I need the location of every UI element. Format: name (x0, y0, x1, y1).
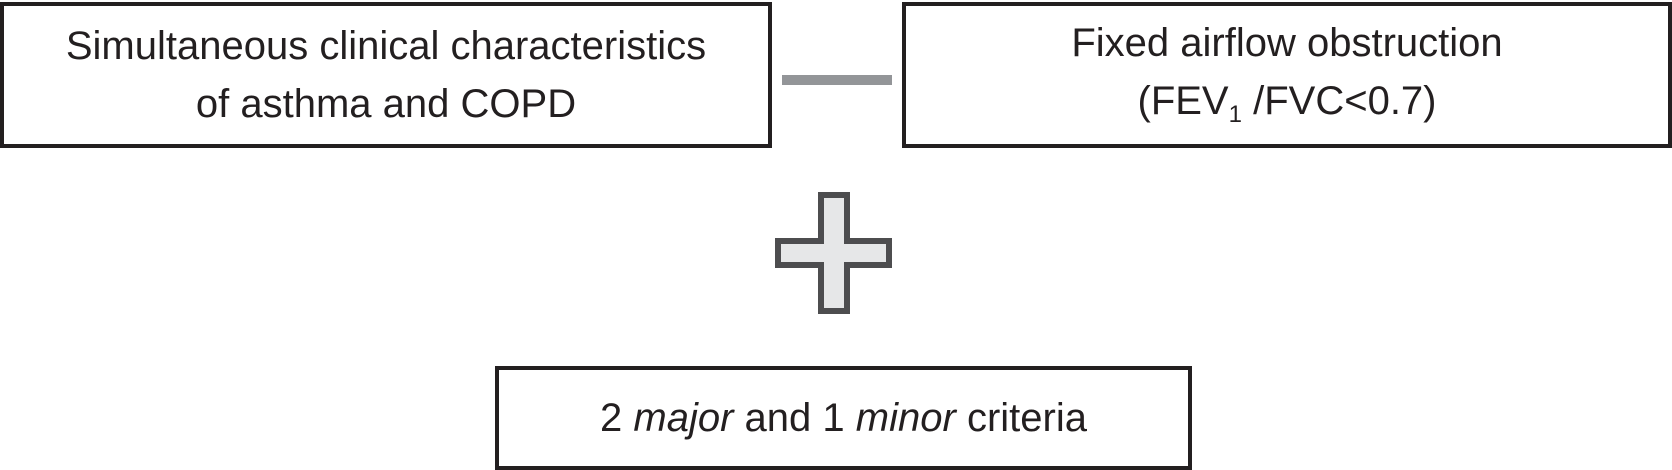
left-box-line-1: Simultaneous clinical characteristics (65, 24, 707, 68)
and-word: and (744, 396, 812, 440)
fev-subscript: 1 (1228, 101, 1242, 128)
major-count: 2 (600, 396, 623, 440)
asthma-copd-characteristics-box: Simultaneous clinical characteristics of… (0, 2, 772, 148)
plus-shape (775, 192, 892, 314)
fvc-ratio: /FVC<0.7) (1241, 79, 1437, 123)
minor-word: minor (855, 396, 956, 440)
criteria-text: 2 major and 1 minor criteria (600, 389, 1087, 447)
major-word: major (633, 396, 734, 440)
criteria-word: criteria (966, 396, 1087, 440)
fixed-airflow-obstruction-box: Fixed airflow obstruction (FEV1 /FVC<0.7… (902, 2, 1672, 148)
right-box-line-2: (FEV1 /FVC<0.7) (1138, 72, 1437, 136)
left-box-line-2: of asthma and COPD (195, 82, 577, 126)
fev-label: (FEV (1137, 79, 1229, 123)
plus-icon (775, 192, 892, 314)
criteria-box: 2 major and 1 minor criteria (495, 366, 1192, 470)
minor-count: 1 (822, 396, 845, 440)
right-box-line-1: Fixed airflow obstruction (1071, 21, 1503, 65)
connector-line (782, 75, 892, 85)
